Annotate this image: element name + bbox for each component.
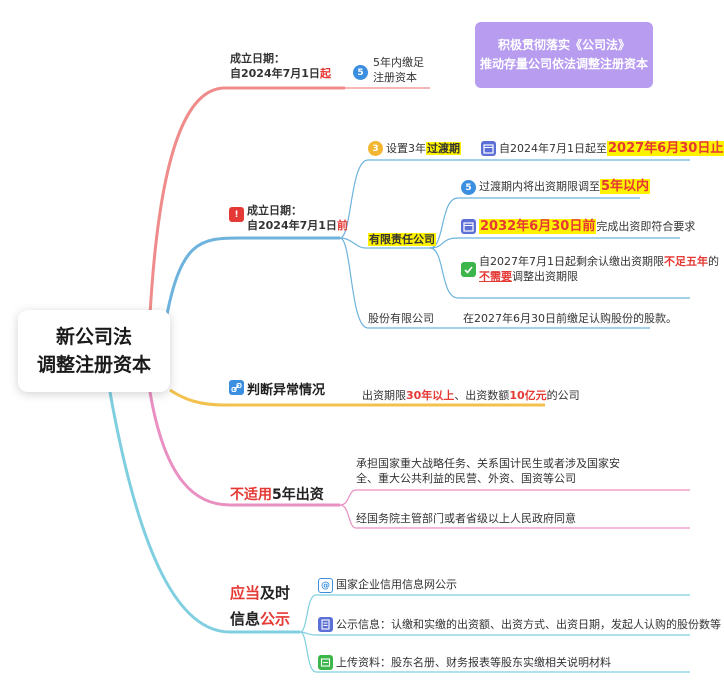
branch5-label-line1: 应当及时 [230,580,290,606]
transition-detail-text: 自2024年7月1日起至 [499,142,607,155]
transition-label: 设置3年过渡期 [386,141,461,156]
branch4-item1: 承担国家重大战略任务、关系国计民生或者涉及国家安 全、重大公共利益的民营、外资、… [356,456,620,486]
branch2-label-line2: 自2024年7月1日前 [247,218,348,233]
branch1-label-line1: 成立日期： [230,52,285,65]
branch4-label: 不适用5年出资 [230,484,324,504]
joint-stock-label: 股份有限公司 [368,312,434,325]
llc-label: 有限责任公司 [368,232,436,247]
branch5-label-text1: 及时 [260,584,291,602]
branch5-item2-connector [299,631,690,636]
llc-item3: 自2027年7月1日起剩余认缴出资期限不足五年的 不需要调整出资期限 [479,254,719,284]
llc-item2-emphasis: 2032年6月30日前 [479,219,597,234]
branch4-item1-connector [339,489,690,506]
document-icon [318,617,333,632]
branch5-label-text2: 信息 [230,610,261,628]
branch3-detail-text: 出资期限 [362,389,406,402]
llc-item3-text2: 调整出资期限 [512,270,578,283]
branch4-label-text: 5年出资 [272,487,324,503]
branch3-detail-mid: 、出资数额 [454,389,510,402]
blue-circle-icon: 5 [353,65,368,80]
slogan-line2: 推动存量公司依法调整注册资本 [479,57,648,71]
branch5-item3: 上传资料：股东名册、财务报表等股东实缴相关说明材料 [336,656,611,669]
slogan-banner: 积极贯彻落实《公司法》 推动存量公司依法调整注册资本 [475,22,653,88]
branch4-item2-connector [339,504,690,529]
central-topic-line2: 调整注册资本 [36,354,151,376]
branch1-date: 自2024年7月1日 [230,67,320,80]
yellow-circle-icon: 3 [368,141,383,156]
llc-item2-connector [429,237,680,249]
link-icon [229,380,244,395]
llc-item3-connector [429,247,690,299]
red-exclamation-icon: ! [229,207,244,222]
upload-icon [318,655,333,670]
branch5-label-emphasis1: 应当 [230,584,261,602]
branch2-date: 自2024年7月1日 [247,219,337,232]
central-topic: 新公司法 调整注册资本 [18,310,170,392]
at-icon: @ [318,578,333,593]
llc-item3-emphasis2: 不需要 [479,270,512,283]
branch3-detail-emphasis1: 30年以上 [406,389,455,402]
branch4-item2: 经国务院主管部门或者省级以上人民政府同意 [356,512,576,525]
mindmap-connectors [108,86,690,673]
branch5-item2: 公示信息：认缴和实缴的出资额、出资方式、出资日期，发起人认购的股份数等 [336,618,721,631]
branch4-item1-line2: 全、重大公共利益的民营、外资、国资等公司 [356,472,576,485]
llc-item1-emphasis: 5年以内 [600,179,651,194]
transition-label-text: 设置3年 [386,142,426,155]
slogan-line1: 积极贯彻落实《公司法》 [497,38,630,52]
llc-item3-line2: 不需要调整出资期限 [479,269,719,284]
branch4-item1-line1: 承担国家重大战略任务、关系国计民生或者涉及国家安 [356,457,620,470]
branch1-child-line1: 5年内缴足 [373,56,424,69]
branch5-item1-connector [299,594,690,633]
llc-item3-emphasis: 不足五年 [664,255,708,268]
llc-label-text: 有限责任公司 [368,233,436,246]
llc-item1-text: 过渡期内将出资期限调至 [479,180,600,193]
branch2-joint-connector [339,237,650,329]
branch3-detail-emphasis2: 10亿元 [509,389,547,402]
branch2-llc-connector [339,237,430,249]
central-topic-line1: 新公司法 [55,326,132,348]
check-icon [461,262,476,277]
transition-label-emphasis: 过渡期 [426,142,461,155]
branch1-date-emphasis: 起 [319,67,331,80]
blue-circle-icon: 5 [461,180,476,195]
branch4-connector [148,391,340,507]
llc-item2-text: 完成出资即符合要求 [596,220,696,233]
calendar-icon [461,219,476,234]
llc-item1: 过渡期内将出资期限调至5年以内 [479,179,651,194]
llc-item2: 2032年6月30日前完成出资即符合要求 [479,219,695,234]
branch5-label: 应当及时 信息公示 [230,580,290,632]
branch2-connector [163,236,340,326]
branch1-connector [148,86,345,316]
branch3-connector [169,388,545,407]
branch1-label: 成立日期： 自2024年7月1日起 [230,51,331,81]
branch1-child-line2: 注册资本 [373,71,417,84]
joint-stock-detail: 在2027年6月30日前缴足认购股份的股款。 [463,312,677,325]
llc-item3-suffix: 的 [708,255,719,268]
branch3-detail-suffix: 的公司 [546,389,580,402]
branch3-label: 判断异常情况 [247,383,326,398]
branch2-date-emphasis: 前 [336,219,348,232]
transition-detail: 自2024年7月1日起至2027年6月30日止 [499,141,724,156]
branch2-label: 成立日期： 自2024年7月1日前 [247,203,348,233]
branch1-label-line2: 自2024年7月1日起 [230,66,331,81]
branch5-label-line2: 信息公示 [230,606,290,632]
branch5-label-emphasis2: 公示 [260,610,291,628]
branch2-label-line1: 成立日期： [247,204,302,217]
transition-detail-emphasis: 2027年6月30日止 [607,141,724,156]
branch2-split-connector [339,159,470,239]
llc-item3-line1: 自2027年7月1日起剩余认缴出资期限不足五年的 [479,254,719,269]
branch1-child: 5年内缴足 注册资本 [373,55,424,85]
branch4-label-emphasis: 不适用 [230,487,272,503]
branch5-item1: 国家企业信用信息网公示 [336,578,457,591]
branch5-connector [108,391,300,634]
llc-item3-text: 自2027年7月1日起剩余认缴出资期限 [479,255,664,268]
branch3-detail: 出资期限30年以上、出资数额10亿元的公司 [362,388,580,403]
branch5-item3-connector [299,631,690,673]
calendar-icon [481,141,496,156]
